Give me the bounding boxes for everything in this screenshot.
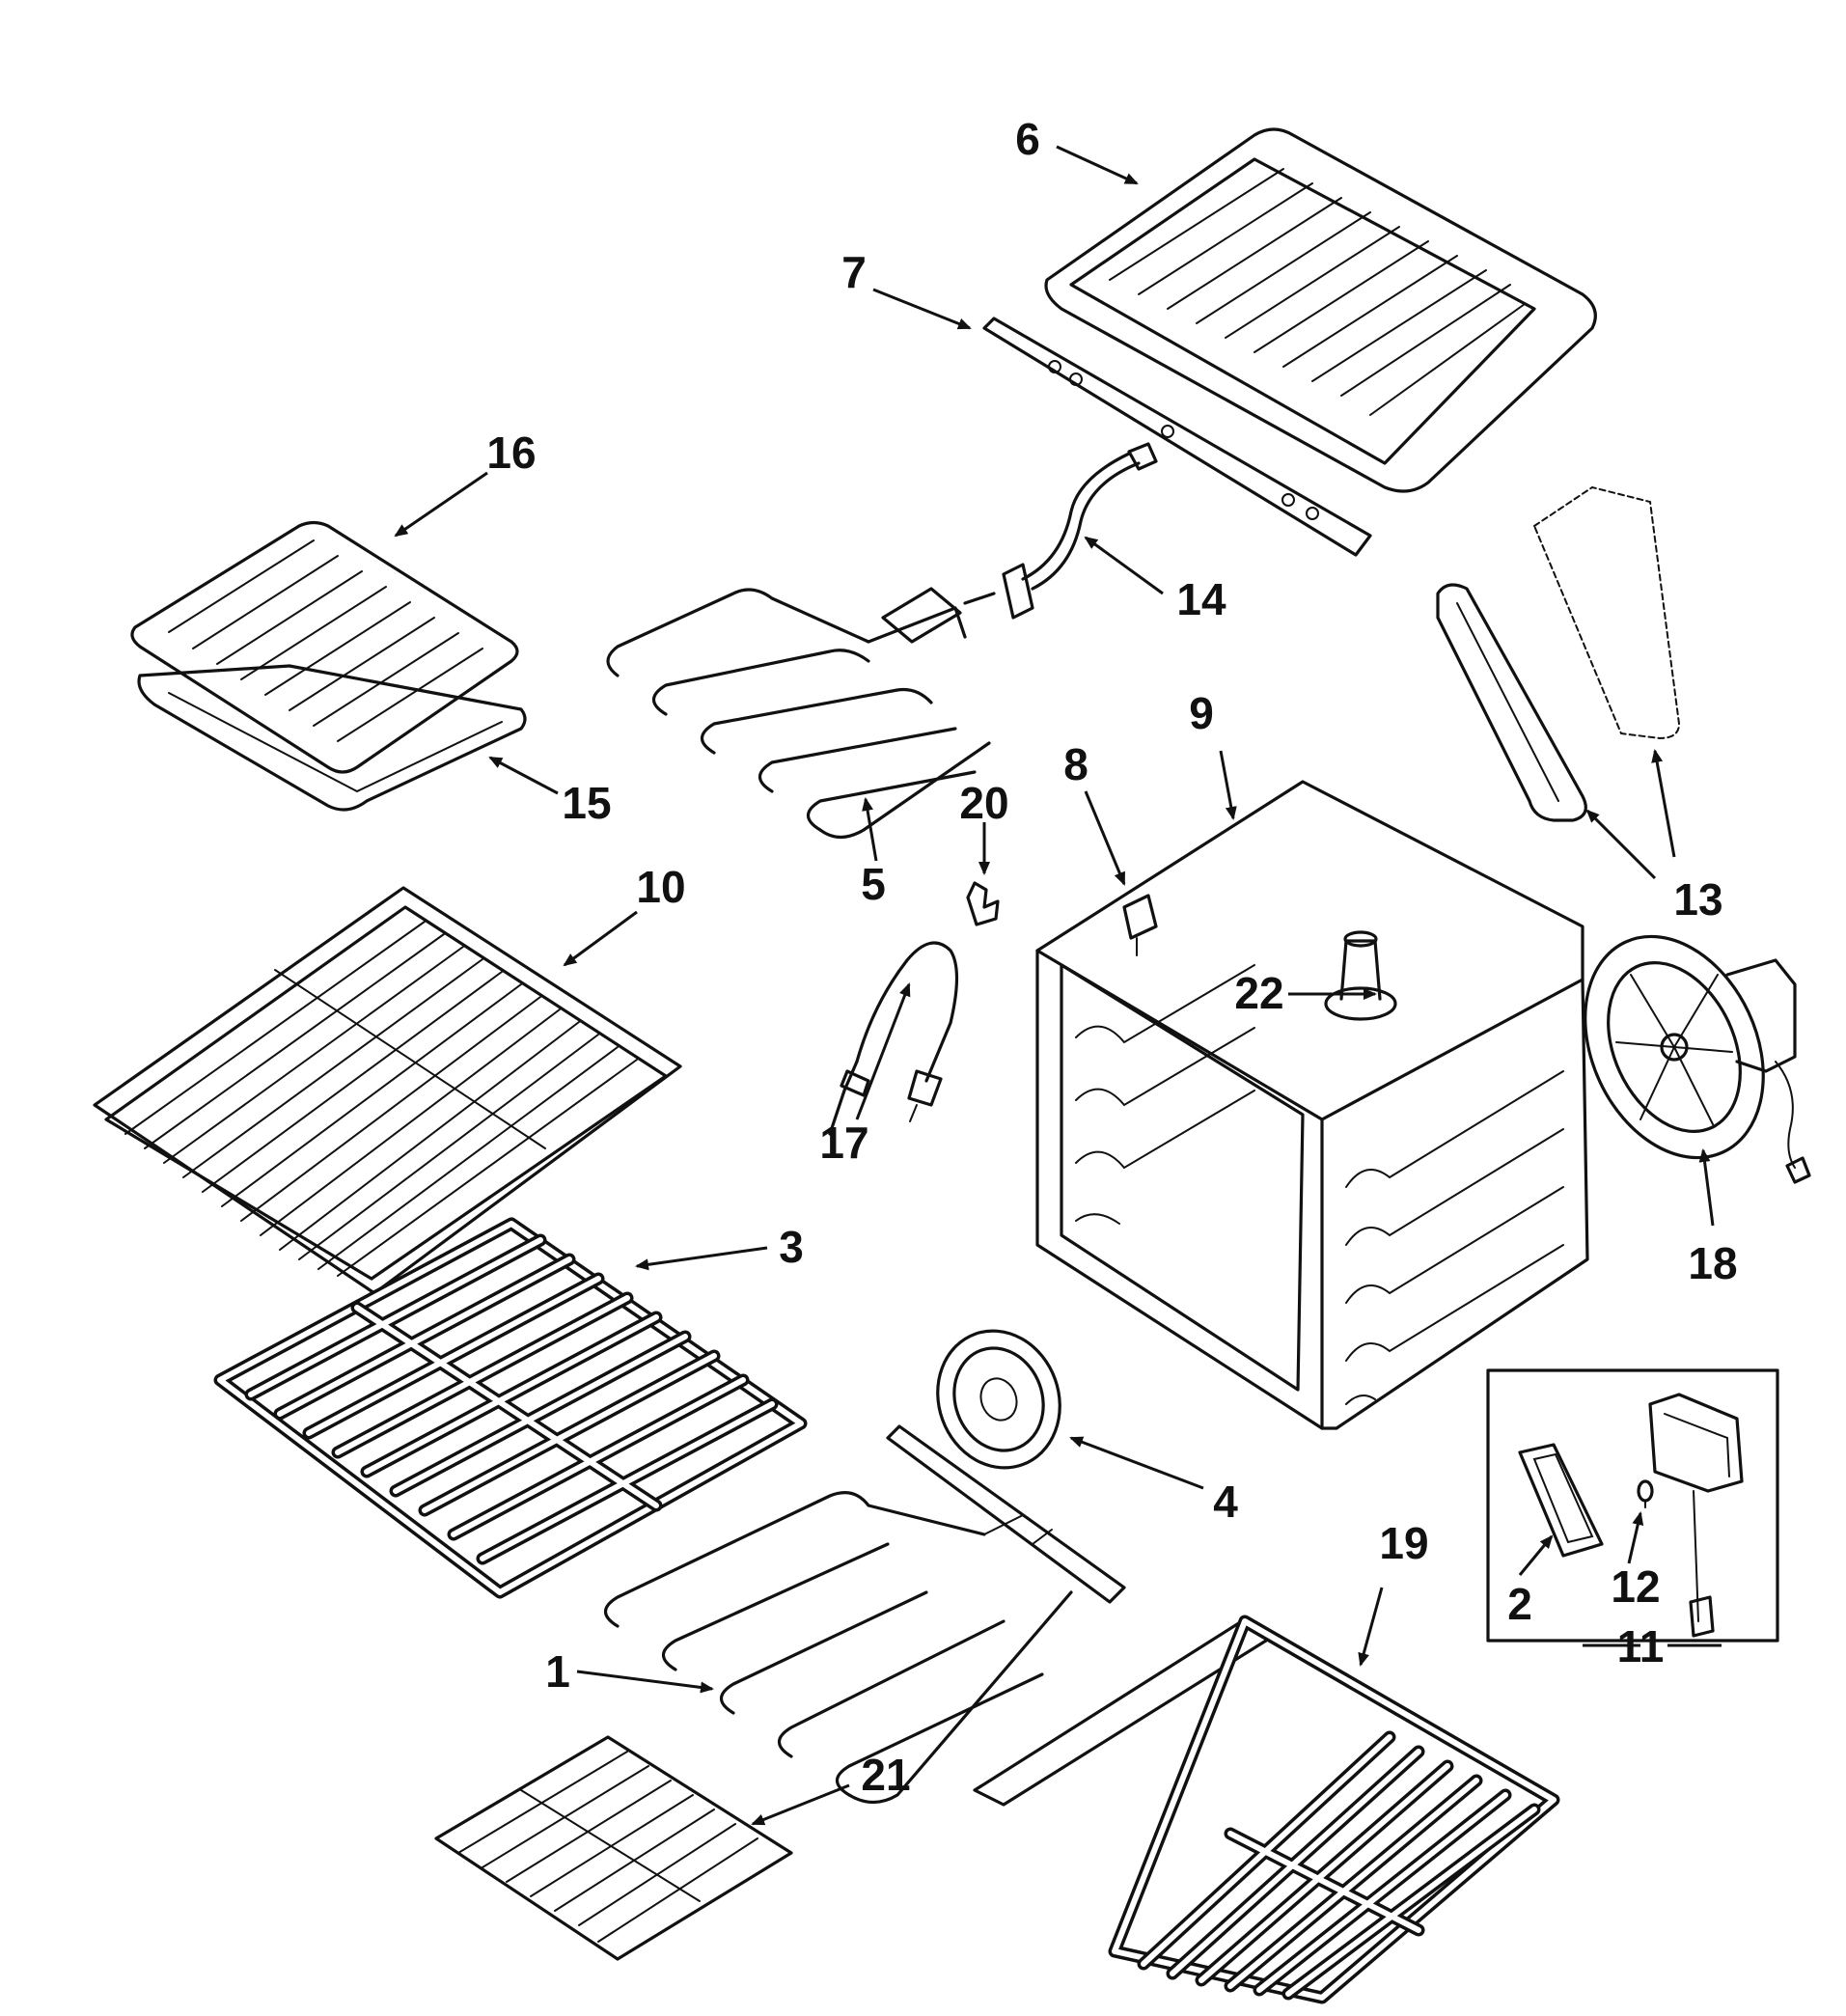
callout-18: 18 bbox=[1688, 1238, 1737, 1288]
part-2-light-lens bbox=[1518, 1443, 1604, 1558]
part-9-oven-cavity bbox=[1035, 780, 1589, 1430]
callout-13: 13 bbox=[1673, 874, 1722, 925]
callout-21: 21 bbox=[861, 1750, 910, 1800]
callout-1: 1 bbox=[545, 1646, 570, 1697]
callout-3: 3 bbox=[779, 1222, 804, 1272]
part-10-oven-rack bbox=[93, 886, 682, 1295]
part-7-element-bracket bbox=[982, 317, 1372, 557]
callout-11: 11 bbox=[1617, 1621, 1665, 1671]
callout-14: 14 bbox=[1176, 574, 1226, 624]
callout-7: 7 bbox=[841, 247, 867, 297]
callout-16: 16 bbox=[486, 428, 536, 478]
callout-22: 22 bbox=[1234, 968, 1283, 1018]
callout-20: 20 bbox=[959, 778, 1008, 828]
callout-labels: 6 7 16 14 15 9 8 20 5 10 13 22 17 18 3 4… bbox=[486, 114, 1737, 1800]
part-21-wire-rack bbox=[434, 1735, 793, 1961]
callout-15: 15 bbox=[562, 778, 611, 828]
callout-12: 12 bbox=[1611, 1561, 1660, 1612]
part-3-oven-rack-heavy bbox=[213, 1217, 808, 1599]
callout-19: 19 bbox=[1379, 1518, 1428, 1568]
part-11-light-assembly-box bbox=[1486, 1368, 1779, 1643]
callout-17: 17 bbox=[819, 1118, 868, 1168]
part-18-convection-fan bbox=[1584, 934, 1811, 1184]
callout-2: 2 bbox=[1507, 1579, 1532, 1629]
part-22-vent-collar bbox=[1324, 930, 1397, 1021]
part-1-bake-element bbox=[603, 1424, 1126, 1805]
part-15-broiler-pan bbox=[137, 664, 527, 812]
callout-6: 6 bbox=[1015, 114, 1040, 164]
part-14-wire-harness bbox=[963, 442, 1158, 620]
part-16-broiler-pan-insert bbox=[130, 520, 519, 774]
part-8-sensor-block bbox=[1122, 894, 1158, 956]
part-4-fan-baffle bbox=[936, 1329, 1061, 1470]
light-housing bbox=[1648, 1393, 1744, 1638]
callout-10: 10 bbox=[636, 862, 685, 912]
part-20-clip bbox=[966, 881, 1000, 926]
part-13-vent-assembly bbox=[1436, 485, 1681, 822]
callout-8: 8 bbox=[1063, 739, 1088, 789]
part-19-oven-rack bbox=[973, 1615, 1560, 2004]
part-17-temperature-sensor bbox=[828, 941, 959, 1136]
part-5-heating-element bbox=[606, 587, 991, 840]
part-12-light-bulb bbox=[1637, 1479, 1654, 1508]
leader-lines bbox=[394, 145, 1722, 1826]
callout-5: 5 bbox=[861, 859, 886, 909]
part-6-broil-element-cover bbox=[1044, 127, 1597, 493]
callout-9: 9 bbox=[1189, 688, 1214, 738]
callout-4: 4 bbox=[1213, 1477, 1238, 1527]
